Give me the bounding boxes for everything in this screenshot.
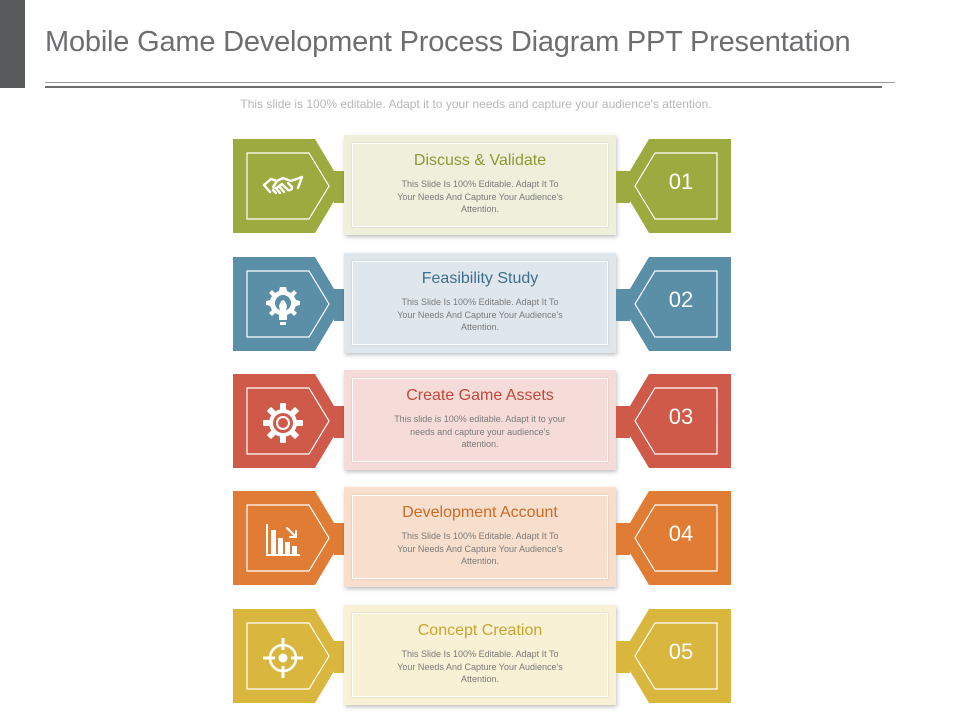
card-frame <box>352 261 608 345</box>
title-divider-thick <box>45 86 882 88</box>
process-step: Discuss & Validate This Slide Is 100% Ed… <box>233 135 733 235</box>
step-icon-tile <box>233 257 343 351</box>
step-description: This Slide Is 100% Editable. Adapt It To… <box>397 649 563 684</box>
handshake-icon <box>262 175 304 195</box>
card-frame <box>352 495 608 579</box>
step-number: 04 <box>668 521 694 546</box>
step-title: Development Account <box>402 504 558 521</box>
target-icon <box>263 638 303 678</box>
step-card: Discuss & Validate This Slide Is 100% Ed… <box>344 135 616 235</box>
lightbulb-gear-icon <box>266 287 300 325</box>
step-description: This slide is 100% editable. Adapt it to… <box>394 414 566 449</box>
step-number-tile: 02 <box>621 257 731 351</box>
step-number-tile: 04 <box>621 491 731 585</box>
card-frame <box>352 143 608 227</box>
step-icon-tile <box>233 139 343 233</box>
step-number-tile: 05 <box>621 609 731 703</box>
step-title: Concept Creation <box>417 622 543 639</box>
step-title: Feasibility Study <box>421 270 539 287</box>
card-frame <box>352 378 608 462</box>
step-description: This Slide Is 100% Editable. Adapt It To… <box>397 297 563 332</box>
step-icon-tile <box>233 609 343 703</box>
page-subtitle: This slide is 100% editable. Adapt it to… <box>240 97 712 111</box>
step-number: 03 <box>668 404 694 429</box>
process-step: Concept Creation This Slide Is 100% Edit… <box>233 605 733 705</box>
title-divider-thin <box>45 82 895 83</box>
step-description: This Slide Is 100% Editable. Adapt It To… <box>397 531 563 566</box>
step-number: 01 <box>668 169 694 194</box>
step-card: Feasibility Study This Slide Is 100% Edi… <box>344 253 616 353</box>
header-accent-bar <box>0 0 25 88</box>
step-number: 05 <box>668 639 694 664</box>
step-number: 02 <box>668 287 694 312</box>
step-number-tile: 01 <box>621 139 731 233</box>
step-icon-tile <box>233 374 343 468</box>
step-icon-tile <box>233 491 343 585</box>
step-description: This Slide Is 100% Editable. Adapt It To… <box>397 179 563 214</box>
process-step: Feasibility Study This Slide Is 100% Edi… <box>233 253 733 353</box>
step-card: Create Game Assets This slide is 100% ed… <box>344 370 616 470</box>
step-title: Discuss & Validate <box>413 152 547 169</box>
gear-icon <box>263 403 303 443</box>
process-step: Development Account This Slide Is 100% E… <box>233 487 733 587</box>
step-title: Create Game Assets <box>406 387 554 404</box>
bar-chart-icon <box>266 524 300 556</box>
page-title: Mobile Game Development Process Diagram … <box>45 26 851 58</box>
step-card: Concept Creation This Slide Is 100% Edit… <box>344 605 616 705</box>
step-card: Development Account This Slide Is 100% E… <box>344 487 616 587</box>
step-number-tile: 03 <box>621 374 731 468</box>
process-step: Create Game Assets This slide is 100% ed… <box>233 370 733 470</box>
card-frame <box>352 613 608 697</box>
